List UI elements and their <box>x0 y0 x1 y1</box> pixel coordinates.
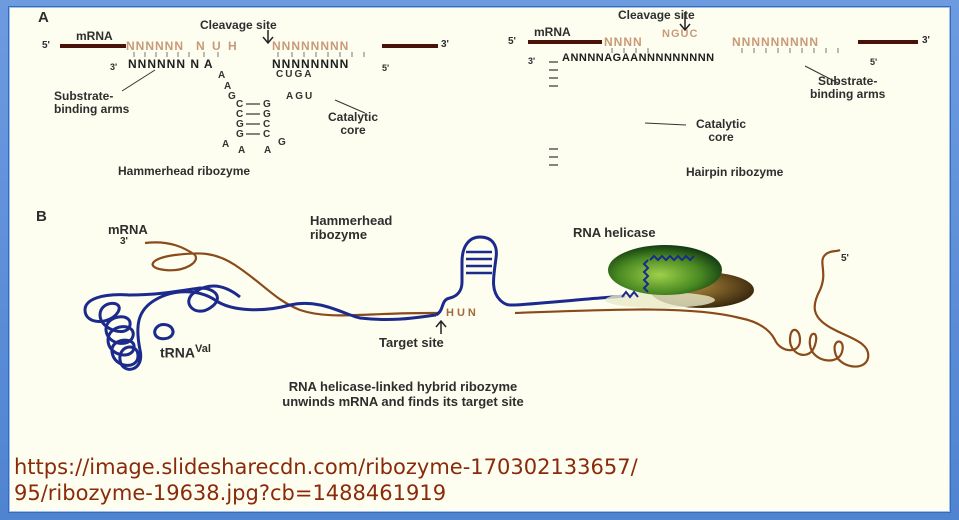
hammerhead-ribozyme-loop <box>435 235 516 317</box>
substrate-arm-pointer <box>121 69 156 92</box>
stem-base: G <box>228 91 237 102</box>
hammerhead-label-line-2: ribozyme <box>310 227 368 242</box>
hairpin-catalytic-label-line-2: core <box>708 130 734 144</box>
loop-base: A <box>238 145 247 156</box>
hammerhead-3prime-label: 3' <box>441 39 449 50</box>
mrna-strand-left <box>144 241 438 317</box>
stem-base: G <box>263 99 272 110</box>
hammerhead-mrna-label: mRNA <box>76 29 113 43</box>
ribozyme-linker-strand <box>514 294 626 307</box>
trna-superscript: Val <box>195 343 211 355</box>
hammerhead-ribozyme-arm-right: NNNNNNNN <box>272 57 350 71</box>
trna-val-coil <box>83 284 437 371</box>
substrate-binding-arms-label: Substrate- binding arms <box>54 90 129 116</box>
loop-base: G <box>278 137 287 148</box>
stem-base: C <box>263 119 272 130</box>
loop-base: A <box>264 145 273 156</box>
core-bottom-seq: AGU <box>286 91 315 102</box>
hairpin-ribozyme-arm: ANNNNAGAANNNNNNNNN <box>562 52 715 64</box>
catalytic-core-label: Catalytic core <box>328 111 378 137</box>
trna-label: tRNA <box>160 344 195 361</box>
hairpin-catalytic-core-pointer <box>644 122 687 126</box>
hairpin-ribozyme-3prime-label: 3' <box>528 56 536 66</box>
hairpin-caption: Hairpin ribozyme <box>686 165 784 179</box>
hammerhead-5prime-label: 5' <box>42 40 50 51</box>
loop-base: A <box>222 139 231 150</box>
hammerhead-ribozyme-label: Hammerhead ribozyme <box>310 214 392 242</box>
helicase-upper-domain <box>608 245 722 295</box>
cleavage-arrow-icon <box>262 36 274 45</box>
hammerhead-mrna-seq-right: NNNNNNNN <box>272 39 350 53</box>
hairpin-base-pair-ticks <box>611 48 839 53</box>
hammerhead-base-pair-ticks <box>133 52 365 57</box>
hammerhead-mrna-seq-left: NNNNNN <box>126 39 184 53</box>
stem-base: C <box>236 109 245 120</box>
hairpin-3prime-label: 3' <box>922 35 930 46</box>
hairpin-substrate-arm-pointer <box>804 65 839 84</box>
source-url-line-2: 95/ribozyme-19638.jpg?cb=1488461919 <box>14 481 447 505</box>
hairpin-substrate-label-line-1: Substrate- <box>818 74 878 88</box>
ribozyme-5prime-label: 5' <box>382 63 390 73</box>
stem-base: A <box>218 70 227 81</box>
core-top-seq: CUGA <box>276 69 314 80</box>
panel-b-caption: RNA helicase-linked hybrid ribozyme unwi… <box>253 379 553 409</box>
target-site-label: Target site <box>379 335 444 350</box>
catalytic-label-line-2: core <box>340 123 366 137</box>
hairpin-catalytic-label-line-1: Catalytic <box>696 117 747 131</box>
hairpin-cleavage-site-label: Cleavage site <box>618 8 695 22</box>
hammerhead-caption: Hammerhead ribozyme <box>118 164 251 178</box>
rna-helicase-label: RNA helicase <box>573 225 656 240</box>
panel-b-3prime-label: 3' <box>120 236 128 247</box>
target-sequence: HUN <box>446 307 479 319</box>
source-url-line-1: https://image.slidesharecdn.com/ribozyme… <box>14 455 638 479</box>
caption-line-1: RNA helicase-linked hybrid ribozyme <box>288 379 518 394</box>
substrate-label-line-2: binding arms <box>54 102 130 116</box>
hairpin-mrna-seq-left: NNNN <box>604 35 643 49</box>
panel-b-mrna-label: mRNA <box>108 222 148 237</box>
caption-line-2: unwinds mRNA and finds its target site <box>282 394 524 409</box>
stem-base: A <box>224 81 233 92</box>
stem-base: G <box>263 109 272 120</box>
hairpin-mrna-seq-mid: NGUC <box>662 28 699 40</box>
stem-base: C <box>263 129 272 140</box>
catalytic-label-line-1: Catalytic <box>328 110 379 124</box>
stem-base: G <box>236 119 245 130</box>
catalytic-core-pointer <box>334 99 366 114</box>
panel-a-label: A <box>38 9 49 26</box>
hairpin-catalytic-core-label: Catalytic core <box>696 118 746 144</box>
hairpin-mrna-label: mRNA <box>534 25 571 39</box>
hammerhead-ribozyme-arm-left: NNNNNN N A <box>128 57 214 71</box>
hairpin-substrate-label-line-2: binding arms <box>810 87 886 101</box>
panel-b-label: B <box>36 208 47 225</box>
hairpin-mrna-seq-right: NNNNNNNNN <box>732 35 819 49</box>
hammerhead-mrna-seq-mid: N U H <box>196 39 238 53</box>
ribozyme-3prime-label: 3' <box>110 62 118 72</box>
hairpin-cleavage-arrow-icon <box>679 23 691 32</box>
hairpin-substrate-binding-arms-label: Substrate- binding arms <box>810 75 885 101</box>
stem-base: G <box>236 129 245 140</box>
substrate-label-line-1: Substrate- <box>54 89 114 103</box>
mrna-strand-right <box>514 248 870 368</box>
stem-base: C <box>236 99 245 110</box>
hammerhead-label-line-1: Hammerhead <box>310 213 393 228</box>
panel-b-5prime-label: 5' <box>841 253 849 264</box>
hammerhead-cleavage-site-label: Cleavage site <box>200 18 277 32</box>
hairpin-5prime-label: 5' <box>508 36 516 47</box>
target-site-arrow-icon <box>435 319 447 328</box>
trna-val-label: tRNAVal <box>160 343 211 361</box>
hairpin-ribozyme-5prime-label: 5' <box>870 57 878 67</box>
